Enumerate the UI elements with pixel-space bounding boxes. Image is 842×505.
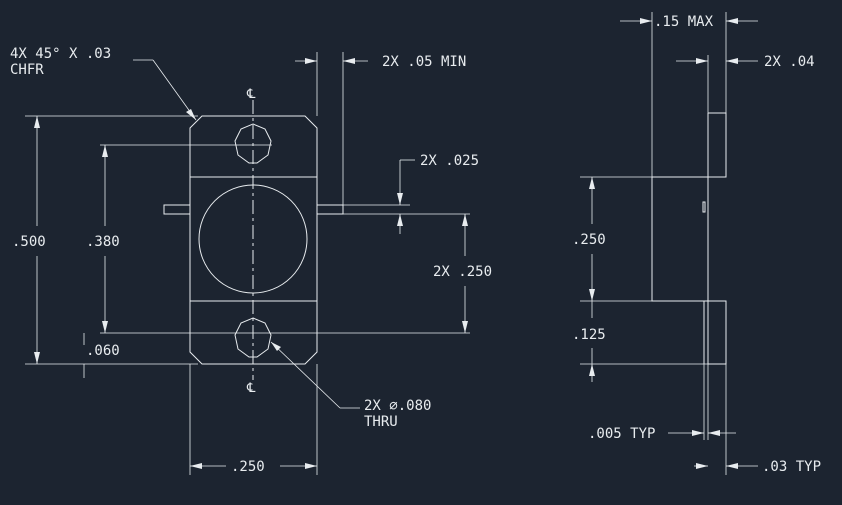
centerline-symbol-top: ℄ — [246, 87, 256, 102]
hole-note-line2: THRU — [364, 414, 398, 430]
chamfer-note-line2: CHFR — [10, 62, 44, 78]
hole-note-line1: 2X ⌀.080 — [364, 398, 431, 414]
dim-250-bottom-label: .250 — [231, 459, 265, 475]
dim-500-label: .500 — [12, 234, 46, 250]
front-view — [100, 100, 344, 380]
side-15max-label: .15 MAX — [654, 14, 714, 30]
side-005-label: .005 TYP — [588, 426, 655, 442]
min-05-label: 2X .05 MIN — [382, 54, 466, 70]
front-dimensions — [25, 52, 470, 475]
dim-250-right-label: 2X .250 — [433, 264, 492, 280]
body-outline — [189, 115, 318, 365]
side-125-label: .125 — [572, 327, 606, 343]
tab-025-label: 2X .025 — [420, 153, 479, 169]
centerline-symbol-bottom: ℄ — [246, 381, 256, 396]
side-04-label: 2X .04 — [764, 54, 815, 70]
dim-380-label: .380 — [86, 234, 120, 250]
side-lower-lead — [707, 300, 727, 365]
right-tab — [316, 204, 344, 215]
left-tab — [163, 204, 191, 215]
chamfer-note-line1: 4X 45° X .03 — [10, 46, 111, 62]
side-dimensions — [589, 18, 758, 469]
side-250-label: .250 — [572, 232, 606, 248]
dim-060-label: .060 — [86, 343, 120, 359]
side-03-label: .03 TYP — [762, 459, 821, 475]
side-body — [651, 112, 727, 302]
